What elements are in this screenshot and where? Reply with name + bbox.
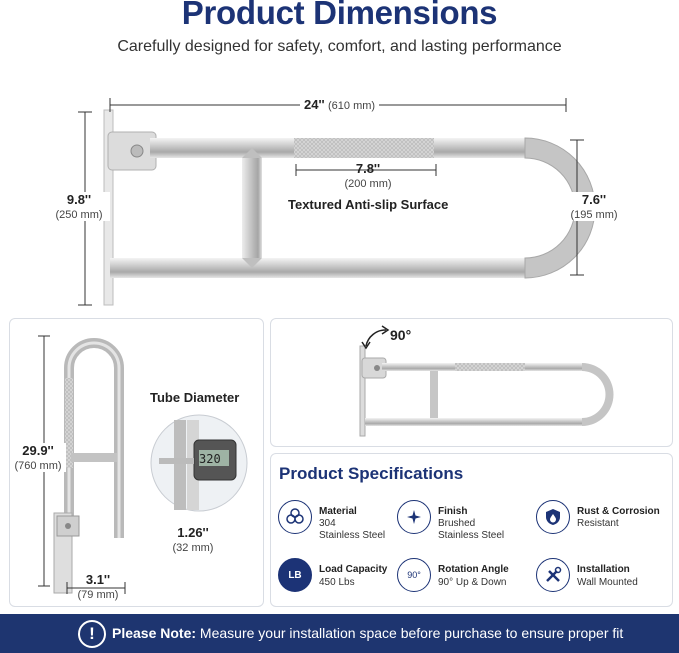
right-height-dimension: 7.6''(195 mm) xyxy=(566,192,622,221)
footer-note: Please Note: Measure your installation s… xyxy=(112,625,624,641)
page-subtitle: Carefully designed for safety, comfort, … xyxy=(117,38,562,55)
tube-diameter-dimension: 1.26''(32 mm) xyxy=(172,525,214,554)
tube-diameter-title: Tube Diameter xyxy=(150,390,240,405)
spec-material-label: Material xyxy=(319,506,357,517)
spec-finish-label: Finish xyxy=(438,506,468,517)
spec-installation-value: Wall Mounted xyxy=(577,577,638,588)
spec-installation-label: Installation xyxy=(577,564,630,575)
spec-rotation-value: 90° Up & Down xyxy=(438,577,507,588)
grip-dimension: 7.8''(200 mm) xyxy=(344,161,392,190)
side-depth-dimension: 3.1''(79 mm) xyxy=(77,572,119,601)
weight-icon: LB xyxy=(278,558,312,592)
tools-icon xyxy=(536,558,570,592)
sparkle-icon xyxy=(397,500,431,534)
rotation-illustration xyxy=(359,325,614,437)
spec-load-label: Load Capacity xyxy=(319,564,388,575)
grip-label: Textured Anti-slip Surface xyxy=(288,197,449,212)
specs-panel xyxy=(270,453,673,607)
angle-icon: 90° xyxy=(397,558,431,592)
specs-title: Product Specifications xyxy=(279,464,464,483)
spec-load-value: 450 Lbs xyxy=(319,577,355,588)
left-height-dimension: 9.8''(250 mm) xyxy=(48,192,110,221)
spec-rust-label: Rust & Corrosion xyxy=(577,506,660,517)
caliper-reading: 320 xyxy=(199,452,221,466)
footer-note-bar: ! Please Note: Measure your installation… xyxy=(0,614,679,653)
spec-rotation-label: Rotation Angle xyxy=(438,564,509,575)
exclamation-icon: ! xyxy=(78,620,106,648)
rotation-angle-label: 90° xyxy=(390,327,412,343)
width-dimension: 24'' (610 mm) xyxy=(300,97,380,112)
side-view-illustration xyxy=(38,335,248,594)
side-height-dimension: 29.9''(760 mm) xyxy=(10,443,66,472)
spec-rust-value: Resistant xyxy=(577,518,619,529)
page-title: Product Dimensions xyxy=(181,0,498,31)
tubes-icon xyxy=(278,500,312,534)
top-bar-illustration xyxy=(78,98,596,306)
shield-drop-icon xyxy=(536,500,570,534)
